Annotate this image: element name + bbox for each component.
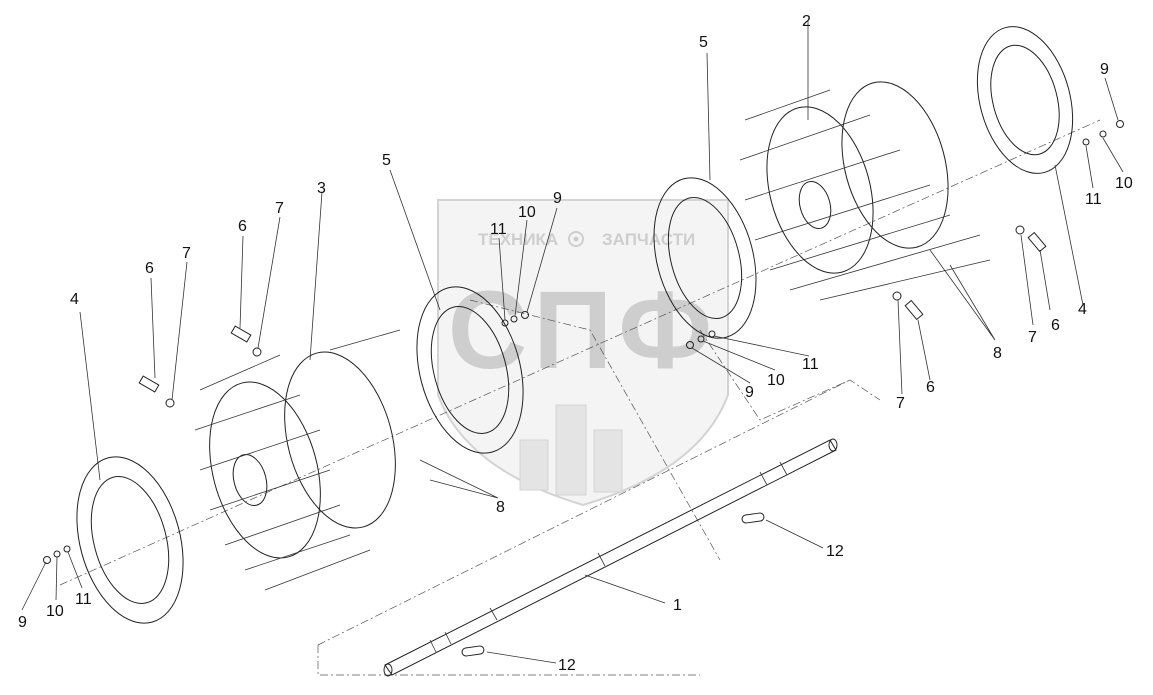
watermark: ТЕХНИКА ЗАПЧАСТИ СПФ [437,199,729,507]
label-12-b: 12 [558,657,576,674]
label-6-c: 6 [1051,317,1060,334]
label-9-a: 9 [18,614,27,631]
label-5-left: 5 [382,152,391,169]
label-4-right: 4 [1078,301,1087,318]
watermark-logo: СПФ [448,269,718,392]
flange-middle-right [653,177,757,339]
label-11-a: 11 [75,591,92,608]
washers-left [43,545,71,564]
bolt-right-1 [1015,225,1047,253]
label-12-a: 12 [826,543,844,560]
label-6-b: 6 [238,218,247,235]
bolt-left-1 [138,375,175,408]
shaft [383,438,838,677]
label-7-b: 7 [275,200,284,217]
flange-right [976,26,1074,174]
bolt-left-2 [230,325,262,357]
label-9-c: 9 [745,384,754,401]
label-11-d: 11 [1085,191,1102,208]
washers-right [1082,120,1124,146]
label-7-c: 7 [1028,329,1037,346]
label-6-a: 6 [145,260,154,277]
leader-lines [21,20,1124,664]
label-10-c: 10 [767,372,785,389]
bolt-right-2 [892,291,924,321]
washers-middle-right [686,330,716,349]
label-11-c: 11 [802,356,819,373]
label-7-a: 7 [182,245,191,262]
drum-right [739,81,991,301]
label-10-a: 10 [46,603,64,620]
label-5-right: 5 [699,34,708,51]
label-9-b: 9 [553,190,562,207]
assembly-axes [59,119,1101,676]
flange-middle-left [416,286,524,454]
gear-icon [568,231,584,247]
label-2: 2 [802,13,811,30]
label-8-left: 8 [496,499,505,516]
watermark-text-left: ТЕХНИКА [478,230,558,249]
label-10-d: 10 [1115,175,1133,192]
label-1: 1 [673,597,682,614]
flange-left [76,456,184,624]
label-9-d: 9 [1100,61,1109,78]
label-3: 3 [317,180,326,197]
label-10-b: 10 [518,204,536,221]
label-11-b: 11 [490,221,507,238]
drum-left [194,329,401,591]
callout-labels: 1 2 3 4 4 5 5 6 6 6 6 7 7 7 7 8 8 9 9 9 … [18,13,1133,674]
label-6-d: 6 [926,379,935,396]
label-7-d: 7 [896,395,905,412]
label-4-left: 4 [70,291,79,308]
key-part-lower [461,645,485,657]
label-8-right: 8 [993,345,1002,362]
wheat-emblem [519,404,623,496]
key-part-upper [741,512,765,524]
watermark-text-right: ЗАПЧАСТИ [602,230,695,249]
